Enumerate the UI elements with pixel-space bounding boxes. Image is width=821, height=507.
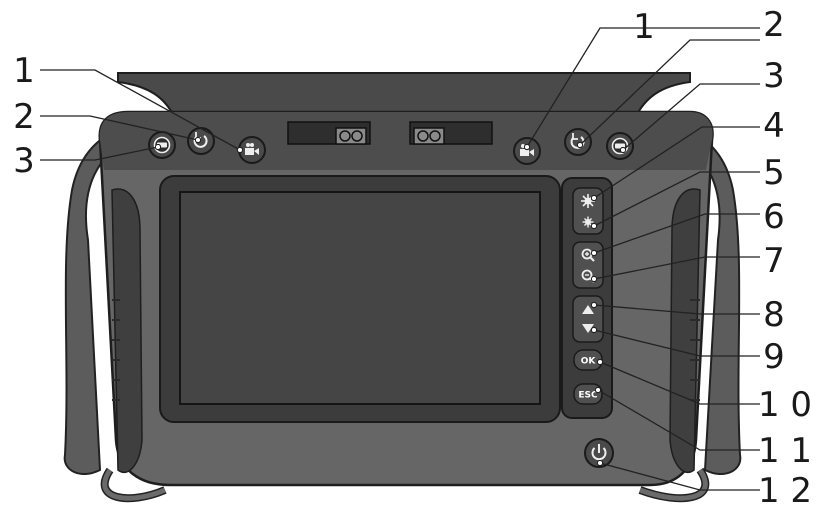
left-callout-number: 3 [13,141,35,181]
rotate-button-left[interactable] [187,127,215,155]
right-callout-number: 2 [763,5,785,45]
esc-button-label: ESC [578,391,598,401]
right-callout-number: 1 1 [758,431,812,471]
brightness-up-icon [581,194,595,208]
left-callouts: 1 2 3 [13,51,35,181]
right-callout-number: 8 [763,295,785,335]
right-callout-number: 7 [763,241,785,281]
right-callout-number: 1 [633,7,655,47]
leader-lines [40,27,760,491]
capture-button-right[interactable] [606,132,634,160]
rotate-button-right[interactable] [564,128,592,156]
right-strap [638,120,742,503]
left-strap [63,120,167,503]
screen [179,191,541,405]
power-icon [591,447,607,461]
right-callout-number: 1 2 [758,471,812,507]
zoom-buttons[interactable] [572,241,604,289]
left-callout-number: 2 [13,97,35,137]
record-button-left[interactable] [238,136,266,164]
esc-button[interactable]: ESC [573,383,603,405]
power-button[interactable] [584,438,614,468]
record-button-right[interactable] [513,137,541,165]
right-callout-number: 5 [763,153,785,193]
right-callouts: 1 2 3 4 5 6 7 8 9 1 0 1 1 1 2 [633,5,812,507]
right-callout-number: 4 [763,106,785,146]
right-callout-number: 3 [763,56,785,96]
arrow-down-icon [582,324,594,333]
right-callout-number: 6 [763,197,785,237]
arrow-buttons[interactable] [572,295,604,343]
capture-button-left[interactable] [148,131,176,159]
ok-button[interactable]: OK [573,349,603,371]
right-callout-number: 1 0 [758,385,812,425]
brightness-down-icon [582,216,594,228]
left-callout-number: 1 [13,51,35,91]
arrow-up-icon [582,305,594,314]
right-callout-number: 9 [763,337,785,377]
ok-button-label: OK [581,357,597,367]
